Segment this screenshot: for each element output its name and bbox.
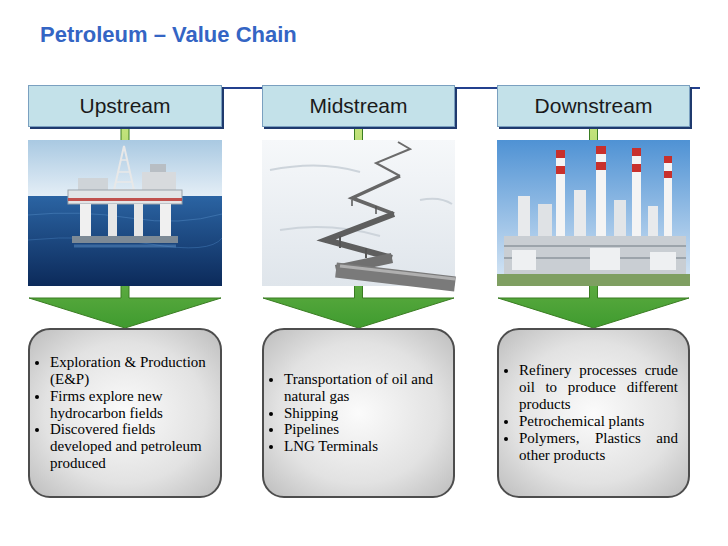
bullet-item: Exploration & Production (E&P) (50, 354, 210, 388)
bullet-list: Refinery processes crude oil to produce … (505, 362, 678, 464)
flow-arrow (29, 127, 221, 328)
stage-label: Midstream (309, 94, 407, 118)
bullet-box: Exploration & Production (E&P)Firms expl… (28, 328, 222, 498)
bullet-box: Transportation of oil and natural gasShi… (262, 328, 455, 498)
stage-label: Downstream (535, 94, 653, 118)
flow-arrow (498, 127, 689, 328)
bullet-item: Transportation of oil and natural gas (284, 371, 443, 405)
bullet-item: Petrochemical plants (519, 413, 678, 430)
stage-header: Upstream (28, 85, 222, 127)
bullet-box: Refinery processes crude oil to produce … (497, 328, 690, 498)
offshore-rig-photo (28, 140, 222, 286)
stage-header: Downstream (497, 85, 690, 127)
bullet-list: Transportation of oil and natural gasShi… (270, 371, 443, 456)
bullet-list: Exploration & Production (E&P)Firms expl… (36, 354, 210, 473)
pipeline-photo (262, 140, 455, 286)
bullet-item: Pipelines (284, 421, 443, 438)
bullet-item: Polymers, Plastics and other products (519, 430, 678, 464)
stage-label: Upstream (79, 94, 170, 118)
diagram-title: Petroleum – Value Chain (40, 22, 297, 48)
bullet-item: Discovered fields developed and petroleu… (50, 421, 210, 472)
flow-arrow (263, 127, 454, 328)
stage-header: Midstream (262, 85, 455, 127)
refinery-photo (497, 140, 690, 286)
bullet-item: Firms explore new hydrocarbon fields (50, 388, 210, 422)
bullet-item: Refinery processes crude oil to produce … (519, 362, 678, 413)
bullet-item: Shipping (284, 405, 443, 422)
bullet-item: LNG Terminals (284, 438, 443, 455)
